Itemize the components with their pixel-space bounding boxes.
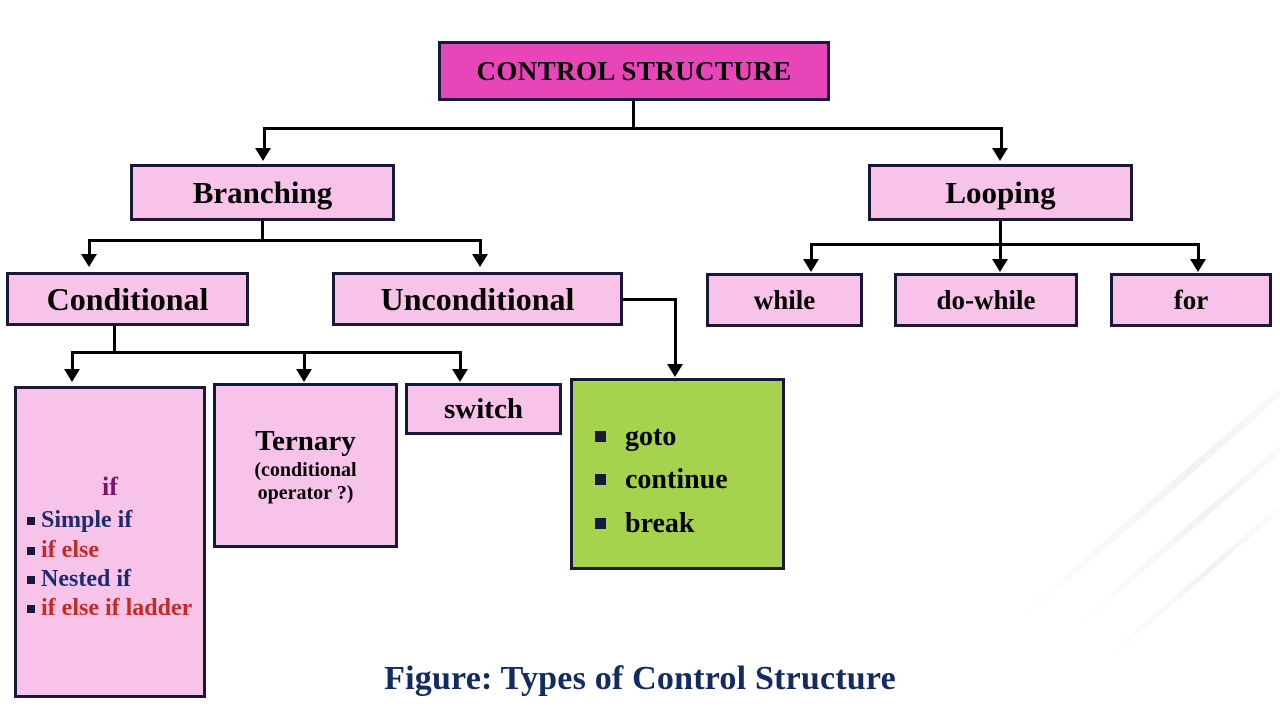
connector-root-to-looping [1000,127,1003,150]
connector-looping-to-dowhile [999,243,1002,261]
node-if-group[interactable]: if Simple if if else Nested if if else i… [14,386,206,698]
bullet-square-icon [27,517,35,526]
connector-root-to-branching [263,127,266,150]
list-item-label: Nested if [41,566,131,592]
bullet-square-icon [27,605,35,614]
bullet-square-icon [595,474,606,486]
node-label: switch [444,392,523,425]
node-jump-statements[interactable]: goto continue break [570,378,785,570]
ternary-content: Ternary (conditional operator ?) [216,424,395,505]
arrowhead-jump-box [667,364,683,377]
list-item-label: goto [625,420,677,452]
node-label: while [753,284,816,315]
connector-branching-stem [261,221,264,241]
list-item[interactable]: if else [25,536,199,565]
list-item[interactable]: Simple if [25,506,199,535]
list-item[interactable]: if else if ladder [25,594,199,623]
arrowhead-conditional [81,254,97,267]
list-item[interactable]: continue [595,458,782,501]
node-unconditional[interactable]: Unconditional [332,272,623,326]
arrowhead-switch [452,369,468,382]
arrowhead-ternary [296,369,312,382]
list-item-label: if else if ladder [41,595,193,622]
arrowhead-dowhile [992,259,1008,272]
decorative-streak [1068,412,1280,634]
node-do-while[interactable]: do-while [894,273,1078,327]
bullet-square-icon [27,546,35,555]
jump-statements-list: goto continue break [573,415,782,545]
connector-unconditional-elbow-v [674,298,677,366]
connector-unconditional-elbow-h [623,298,677,301]
bullet-square-icon [595,517,606,529]
node-label: for [1173,284,1209,315]
if-group-heading: if [102,472,118,502]
decorative-streak [1010,339,1280,628]
figure-caption: Figure: Types of Control Structure [384,660,896,697]
arrowhead-while [803,259,819,272]
node-looping[interactable]: Looping [868,164,1133,221]
list-item-label: break [625,507,695,539]
connector-branching-to-conditional [88,239,91,256]
arrowhead-looping [992,148,1008,161]
list-item[interactable]: Nested if [25,565,199,594]
arrowhead-if [64,369,80,382]
connector-conditional-to-ternary [303,351,306,371]
node-for[interactable]: for [1110,273,1272,327]
node-switch[interactable]: switch [405,383,562,435]
connector-root-stem [632,101,635,130]
arrowhead-for [1190,259,1206,272]
connector-root-bar [263,127,1003,130]
ternary-title: Ternary [255,424,356,457]
bullet-square-icon [595,430,606,442]
connector-looping-to-while [810,243,813,261]
list-item[interactable]: break [595,502,782,545]
node-label: do-while [936,284,1036,315]
decorative-streak [1104,493,1280,662]
jump-content: goto continue break [573,403,782,545]
connector-conditional-to-if [71,351,74,371]
bullet-square-icon [27,576,35,584]
connector-conditional-bar [71,351,462,354]
node-branching[interactable]: Branching [130,164,395,221]
arrowhead-branching [255,148,271,161]
connector-conditional-to-switch [459,351,462,371]
connector-branching-bar [88,239,482,242]
if-variants-list: Simple if if else Nested if if else if l… [21,506,199,623]
node-label: Unconditional [380,281,575,317]
list-item-label: Simple if [41,507,133,534]
node-label: CONTROL STRUCTURE [476,55,792,86]
node-label: Conditional [46,281,209,317]
node-control-structure[interactable]: CONTROL STRUCTURE [438,41,830,101]
arrowhead-unconditional [472,254,488,267]
connector-branching-to-unconditional [479,239,482,256]
node-ternary[interactable]: Ternary (conditional operator ?) [213,383,398,548]
if-group-content: if Simple if if else Nested if if else i… [17,460,203,623]
connector-looping-bar [810,243,1200,246]
connector-looping-stem [999,221,1002,245]
list-item-label: continue [625,464,728,496]
connector-looping-to-for [1197,243,1200,261]
list-item-label: if else [41,536,99,563]
ternary-subtitle: (conditional operator ?) [254,459,357,505]
node-label: Looping [945,175,1056,210]
node-label: Branching [192,175,333,210]
node-conditional[interactable]: Conditional [6,272,249,326]
node-while[interactable]: while [706,273,863,327]
list-item[interactable]: goto [595,415,782,458]
connector-conditional-stem [113,326,116,353]
